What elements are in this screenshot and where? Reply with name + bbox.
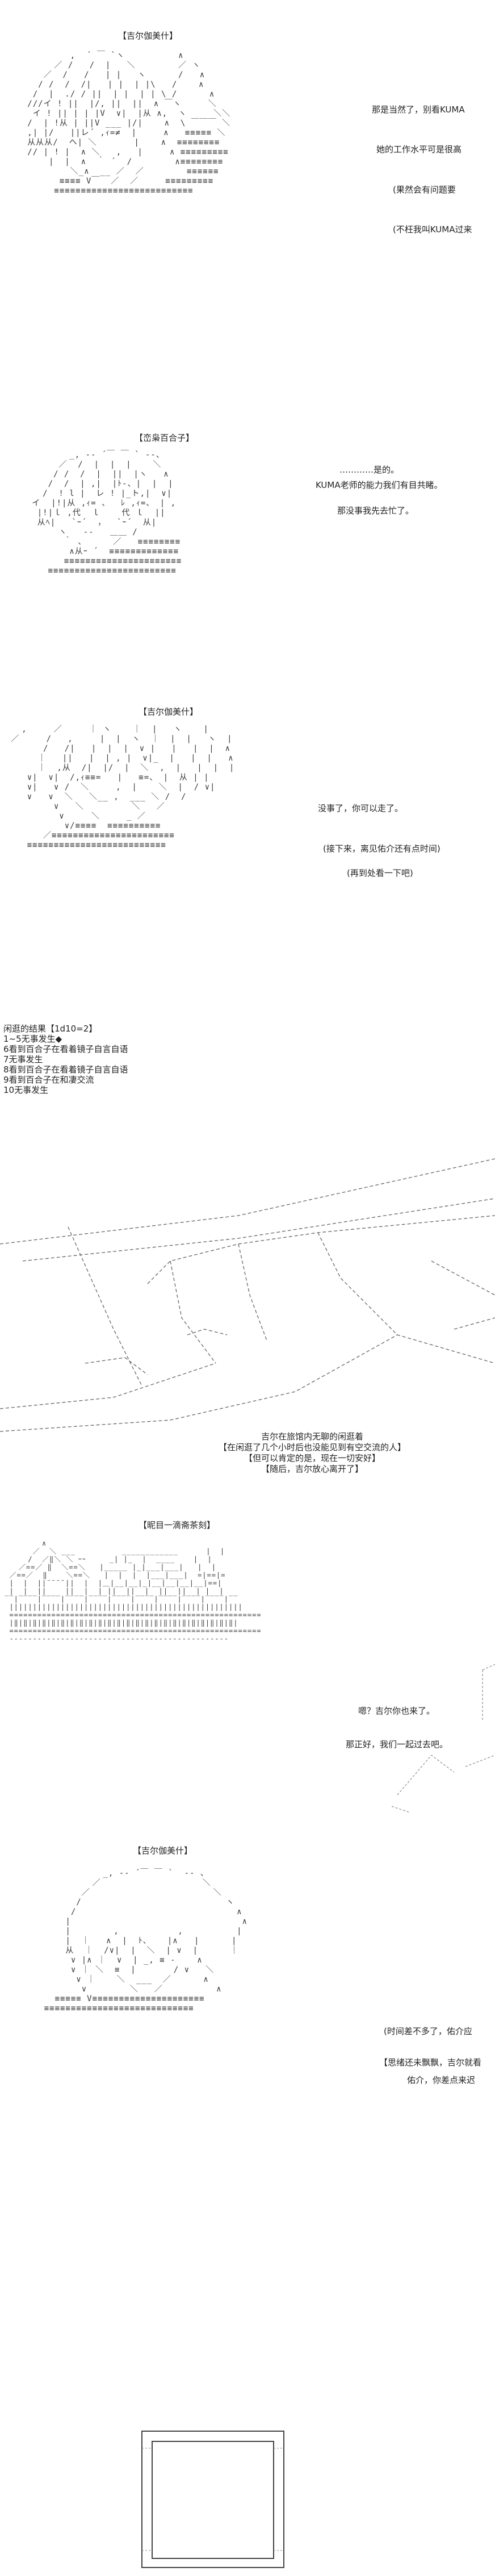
roll-item: 9看到百合子在和凄交流 [3,1075,94,1085]
panel-5: 【昵目一滴斋茶刻】 ∧ ／ ＼ ___ ____________ | | / ／… [0,1511,495,1835]
ascii-art-figure: , ´ ￣ `ヽ ∧ ／ / / | ＼ ／ ヽ ／ / / | | ヽ / ∧… [27,51,231,195]
narration-line: 吉尔在旅馆内无聊的闲逛着 [261,1431,363,1442]
hallway-scene-drawing [0,1158,495,1432]
narration-line: 【在闲逛了几个小时后也没能见到有空交流的人】 [218,1442,406,1452]
dialogue-line-1: 没事了，你可以走了。 [318,803,404,813]
dialogue-line-3: 那没事我先去忙了。 [337,506,414,516]
dialogue-line-3: 佑介，你差点来迟 [407,2075,476,2085]
dialogue-line-3: (果然会有问题要 [393,185,456,195]
speaker-tag: 【吉尔伽美什】 [118,31,178,41]
panel-1: 【吉尔伽美什】 , ´ ￣ `ヽ ∧ ／ / / | ＼ ／ ヽ ／ / / |… [0,0,495,364]
roll-item: 7无事发生 [3,1054,43,1064]
speaker-tag: 【吉尔伽美什】 [139,707,199,717]
window-frame-drawing [141,2431,284,2568]
dice-roll-results: 闲逛的结果【1d10=2】 1~5无事发生◆ 6看到百合子在看着镜子自言自语 7… [3,1024,128,1095]
roll-item: 8看到百合子在看着镜子自言自语 [3,1064,128,1075]
speaker-tag: 【昵目一滴斋茶刻】 [139,1520,216,1530]
dialogue-line-3: (再到处看一下吧) [347,868,413,878]
panel-6: 【吉尔伽美什】 _, -‐ ´￣ ￣ ` ‐- 、 ／ ＼ ／ ＼ / ヽ / … [0,1840,495,2306]
dialogue-line-2: KUMA老师的能力我们有目共睹。 [316,480,443,490]
roll-item: 1~5无事发生◆ [3,1034,62,1044]
dialogue-line-1: 那是当然了，别看KUMA [372,105,465,115]
panel-4: 吉尔在旅馆内无聊的闲逛着 【在闲逛了几个小时后也没能见到有空交流的人】 【但可以… [0,1136,495,1500]
ascii-art-inn-building: ∧ ／ ＼ ___ ____________ | | / ／‖＼ ＼ ｰｰ _|… [5,1539,262,1643]
narration-box: 吉尔在旅馆内无聊的闲逛着 【在闲逛了几个小时后也没能见到有空交流的人】 【但可以… [170,1431,454,1475]
ascii-art-figure: _, -‐ ´￣ ￣ ` ‐-、 ／ / | | | ＼ / / / | || … [32,450,182,575]
ascii-art-figure: _, -‐ ´￣ ￣ ` ‐- 、 ／ ＼ ／ ＼ / ヽ / ∧ | [44,1869,248,2013]
dialogue-line-2: 【思绪还未飘飘，吉尔就看 [379,2057,482,2068]
speaker-tag: 【峦枭百合子】 [135,433,195,443]
narration-line: 【但可以肯定的是，现在一切安好】 [244,1453,380,1463]
dialogue-line-2: (接下来，离见佑介还有点时间) [323,844,441,854]
roll-item: 6看到百合子在看着镜子自言自语 [3,1044,128,1054]
narration-line: 【随后，吉尔放心离开了】 [261,1464,363,1474]
roll-item: 10无事发生 [3,1085,49,1095]
dialogue-line-4: (不枉我叫KUMA过来 [393,224,472,235]
dialogue-line-1: (时间差不多了，佑介应 [384,2026,472,2036]
dialogue-line-2: 那正好，我们一起过去吧。 [346,1739,448,1750]
panel-2: 【峦枭百合子】 _, -‐ ´￣ ￣ ` ‐-、 ／ / | | | ＼ / /… [0,425,495,663]
dialogue-line-1: …………是的。 [339,465,400,475]
dialogue-line-2: 她的工作水平可是很高 [376,144,462,155]
margin-sketch [391,1664,495,1813]
panel-7 [0,2425,495,2576]
speaker-tag: 【吉尔伽美什】 [133,1846,193,1856]
dialogue-line-1: 嗯？吉尔你也来了。 [358,1706,435,1716]
ascii-art-figure: , ／ ｜ ヽ ｜ | ヽ | ／ / , | | ヽ ｜ | | ヽ | / … [11,725,235,850]
roll-header: 闲逛的结果【1d10=2】 [3,1024,98,1034]
panel-3: 【吉尔伽美什】 , ／ ｜ ヽ ｜ | ヽ | ／ / , | | ヽ ｜ | … [0,699,495,1017]
